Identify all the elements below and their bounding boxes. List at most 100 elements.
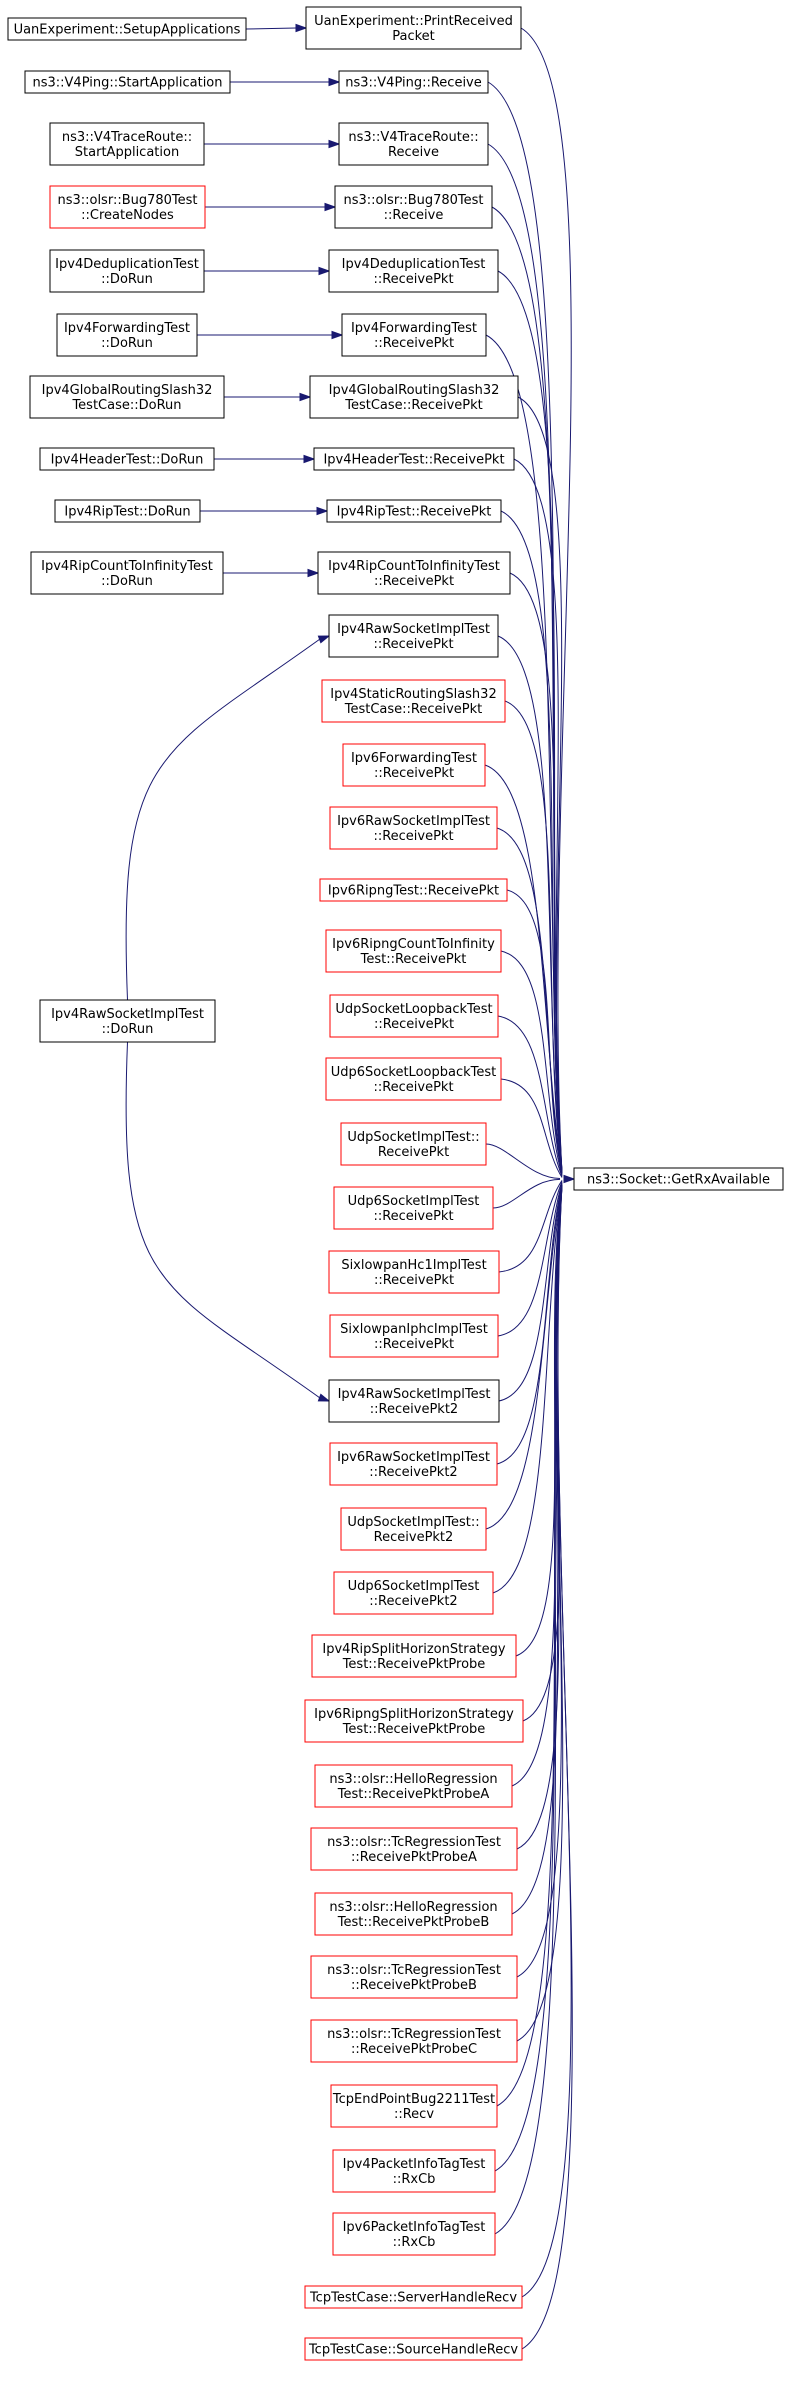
caller-node-c31[interactable]: ns3::olsr::TcRegressionTest::ReceivePktP… xyxy=(310,1955,518,1999)
caller-node-c17[interactable]: Udp6SocketLoopbackTest::ReceivePkt xyxy=(325,1057,502,1101)
node-box xyxy=(304,2285,523,2309)
edge-c15-to-target xyxy=(500,950,563,1176)
node-box xyxy=(311,1634,517,1678)
caller-node-c14[interactable]: Ipv6RipngTest::ReceivePkt xyxy=(319,878,508,902)
call-nodes: UanExperiment::SetupApplicationsns3::V4P… xyxy=(7,6,784,2361)
caller-node-l9[interactable]: Ipv4RipCountToInfinityTest::DoRun xyxy=(30,551,224,595)
caller-node-c4[interactable]: Ipv4DeduplicationTest::ReceivePkt xyxy=(328,249,499,293)
node-box xyxy=(329,1442,498,1486)
caller-node-l1[interactable]: ns3::V4Ping::StartApplication xyxy=(24,70,231,94)
node-box xyxy=(54,499,201,523)
caller-node-c29[interactable]: ns3::olsr::TcRegressionTest::ReceivePktP… xyxy=(310,1827,518,1871)
caller-node-l7[interactable]: Ipv4HeaderTest::DoRun xyxy=(39,447,215,471)
caller-node-c24[interactable]: UdpSocketImplTest::ReceivePkt2 xyxy=(340,1507,487,1551)
node-label-line: TestCase::DoRun xyxy=(71,398,181,413)
caller-node-c16[interactable]: UdpSocketLoopbackTest::ReceivePkt xyxy=(329,994,499,1038)
node-label-line: TcpTestCase::ServerHandleRecv xyxy=(309,2291,517,2306)
caller-node-c30[interactable]: ns3::olsr::HelloRegressionTest::ReceiveP… xyxy=(314,1892,513,1936)
node-label-line: Ipv4RawSocketImplTest xyxy=(337,622,490,637)
node-label-line: ::ReceivePkt xyxy=(373,1209,453,1224)
caller-node-c36[interactable]: TcpTestCase::ServerHandleRecv xyxy=(304,2285,523,2309)
edge-c6-to-target xyxy=(517,396,563,1174)
caller-node-c8[interactable]: Ipv4RipTest::ReceivePkt xyxy=(326,499,502,523)
node-label-line: ::ReceivePkt2 xyxy=(369,1465,457,1480)
node-label-line: ::CreateNodes xyxy=(81,208,174,223)
caller-node-c28[interactable]: ns3::olsr::HelloRegressionTest::ReceiveP… xyxy=(314,1764,513,1808)
node-label-line: ns3::V4Ping::StartApplication xyxy=(32,76,222,91)
caller-node-c21[interactable]: SixlowpanIphcImplTest::ReceivePkt xyxy=(329,1314,499,1358)
caller-node-c1[interactable]: ns3::V4Ping::Receive xyxy=(338,70,489,94)
node-label-line: ::ReceivePkt xyxy=(374,1273,454,1288)
caller-node-c3[interactable]: ns3::olsr::Bug780Test::Receive xyxy=(334,185,493,229)
caller-node-c10[interactable]: Ipv4RawSocketImplTest::ReceivePkt xyxy=(328,614,499,658)
edge-c16-to-target xyxy=(497,1015,563,1177)
caller-node-c11[interactable]: Ipv4StaticRoutingSlash32TestCase::Receiv… xyxy=(321,679,506,723)
caller-node-c12[interactable]: Ipv6ForwardingTest::ReceivePkt xyxy=(342,743,486,787)
caller-node-c22[interactable]: Ipv4RawSocketImplTest::ReceivePkt2 xyxy=(328,1379,500,1423)
caller-node-c2[interactable]: ns3::V4TraceRoute::Receive xyxy=(338,122,489,166)
node-box xyxy=(325,1057,502,1101)
caller-node-l2[interactable]: ns3::V4TraceRoute::StartApplication xyxy=(49,122,205,166)
node-label-line: ::ReceivePkt2 xyxy=(369,1594,457,1609)
caller-node-l8[interactable]: Ipv4RipTest::DoRun xyxy=(54,499,201,523)
node-label-line: ::RxCb xyxy=(393,2235,436,2250)
caller-node-l3[interactable]: ns3::olsr::Bug780Test::CreateNodes xyxy=(49,185,206,229)
caller-node-c7[interactable]: Ipv4HeaderTest::ReceivePkt xyxy=(313,447,515,471)
caller-node-c19[interactable]: Udp6SocketImplTest::ReceivePkt xyxy=(333,1186,494,1230)
caller-node-c32[interactable]: ns3::olsr::TcRegressionTest::ReceivePktP… xyxy=(310,2019,518,2063)
caller-node-c27[interactable]: Ipv6RipngSplitHorizonStrategyTest::Recei… xyxy=(304,1699,524,1743)
edge-c9-to-target xyxy=(509,572,563,1174)
caller-node-c25[interactable]: Udp6SocketImplTest::ReceivePkt2 xyxy=(333,1571,494,1615)
caller-node-l0[interactable]: UanExperiment::SetupApplications xyxy=(7,17,247,41)
caller-node-l10[interactable]: Ipv4RawSocketImplTest::DoRun xyxy=(39,999,216,1043)
caller-node-l4[interactable]: Ipv4DeduplicationTest::DoRun xyxy=(49,249,205,293)
caller-node-c34[interactable]: Ipv4PacketInfoTagTest::RxCb xyxy=(332,2149,496,2193)
node-label-line: ::ReceivePkt xyxy=(374,1017,454,1032)
node-label-line: Ipv6RawSocketImplTest xyxy=(337,1450,490,1465)
node-label-line: ::RxCb xyxy=(393,2172,436,2187)
target-node-target[interactable]: ns3::Socket::GetRxAvailable xyxy=(573,1167,784,1191)
node-label-line: TcpEndPointBug2211Test xyxy=(332,2092,495,2107)
caller-node-l5[interactable]: Ipv4ForwardingTest::DoRun xyxy=(56,313,198,357)
node-label-line: ns3::V4TraceRoute:: xyxy=(62,130,192,145)
caller-node-c6[interactable]: Ipv4GlobalRoutingSlash32TestCase::Receiv… xyxy=(309,375,519,419)
node-box xyxy=(49,185,206,229)
node-box xyxy=(29,375,225,419)
node-label-line: Ipv4RipTest::DoRun xyxy=(64,505,190,520)
node-label-line: Ipv6RipngTest::ReceivePkt xyxy=(328,884,499,899)
node-label-line: Ipv4HeaderTest::ReceivePkt xyxy=(323,453,504,468)
node-label-line: UdpSocketLoopbackTest xyxy=(335,1002,492,1017)
caller-node-c18[interactable]: UdpSocketImplTest::ReceivePkt xyxy=(340,1122,487,1166)
node-box xyxy=(328,1250,500,1294)
caller-node-c20[interactable]: SixlowpanHc1ImplTest::ReceivePkt xyxy=(328,1250,500,1294)
caller-node-c13[interactable]: Ipv6RawSocketImplTest::ReceivePkt xyxy=(329,806,498,850)
node-box xyxy=(340,1507,487,1551)
edge-arrowhead xyxy=(317,1393,331,1402)
caller-node-c26[interactable]: Ipv4RipSplitHorizonStrategyTest::Receive… xyxy=(311,1634,517,1678)
caller-node-c23[interactable]: Ipv6RawSocketImplTest::ReceivePkt2 xyxy=(329,1442,498,1486)
node-box xyxy=(333,1571,494,1615)
edge-c21-to-target xyxy=(497,1181,563,1337)
caller-node-c9[interactable]: Ipv4RipCountToInfinityTest::ReceivePkt xyxy=(317,551,511,595)
caller-node-c37[interactable]: TcpTestCase::SourceHandleRecv xyxy=(304,2337,523,2361)
node-label-line: TestCase::ReceivePkt xyxy=(344,702,483,717)
node-label-line: ::ReceivePkt xyxy=(373,637,453,652)
node-label-line: Ipv6PacketInfoTagTest xyxy=(343,2220,486,2235)
edge-arrowhead xyxy=(317,635,331,644)
edge-c14-to-target xyxy=(506,889,563,1175)
edge-c22-to-target xyxy=(498,1182,563,1402)
node-box xyxy=(333,1186,494,1230)
caller-node-c5[interactable]: Ipv4ForwardingTest::ReceivePkt xyxy=(341,313,487,357)
node-label-line: Ipv4RipSplitHorizonStrategy xyxy=(322,1642,505,1657)
node-label-line: UanExperiment::SetupApplications xyxy=(14,23,241,38)
caller-node-c33[interactable]: TcpEndPointBug2211Test::Recv xyxy=(330,2084,498,2128)
node-label-line: ns3::olsr::Bug780Test xyxy=(343,193,483,208)
node-label-line: Test::ReceivePktProbeB xyxy=(337,1915,490,1930)
edge-l10-to-c22 xyxy=(125,1041,321,1399)
caller-node-c35[interactable]: Ipv6PacketInfoTagTest::RxCb xyxy=(332,2212,496,2256)
node-label-line: ::ReceivePktProbeC xyxy=(351,2042,477,2057)
node-box xyxy=(314,1892,513,1936)
